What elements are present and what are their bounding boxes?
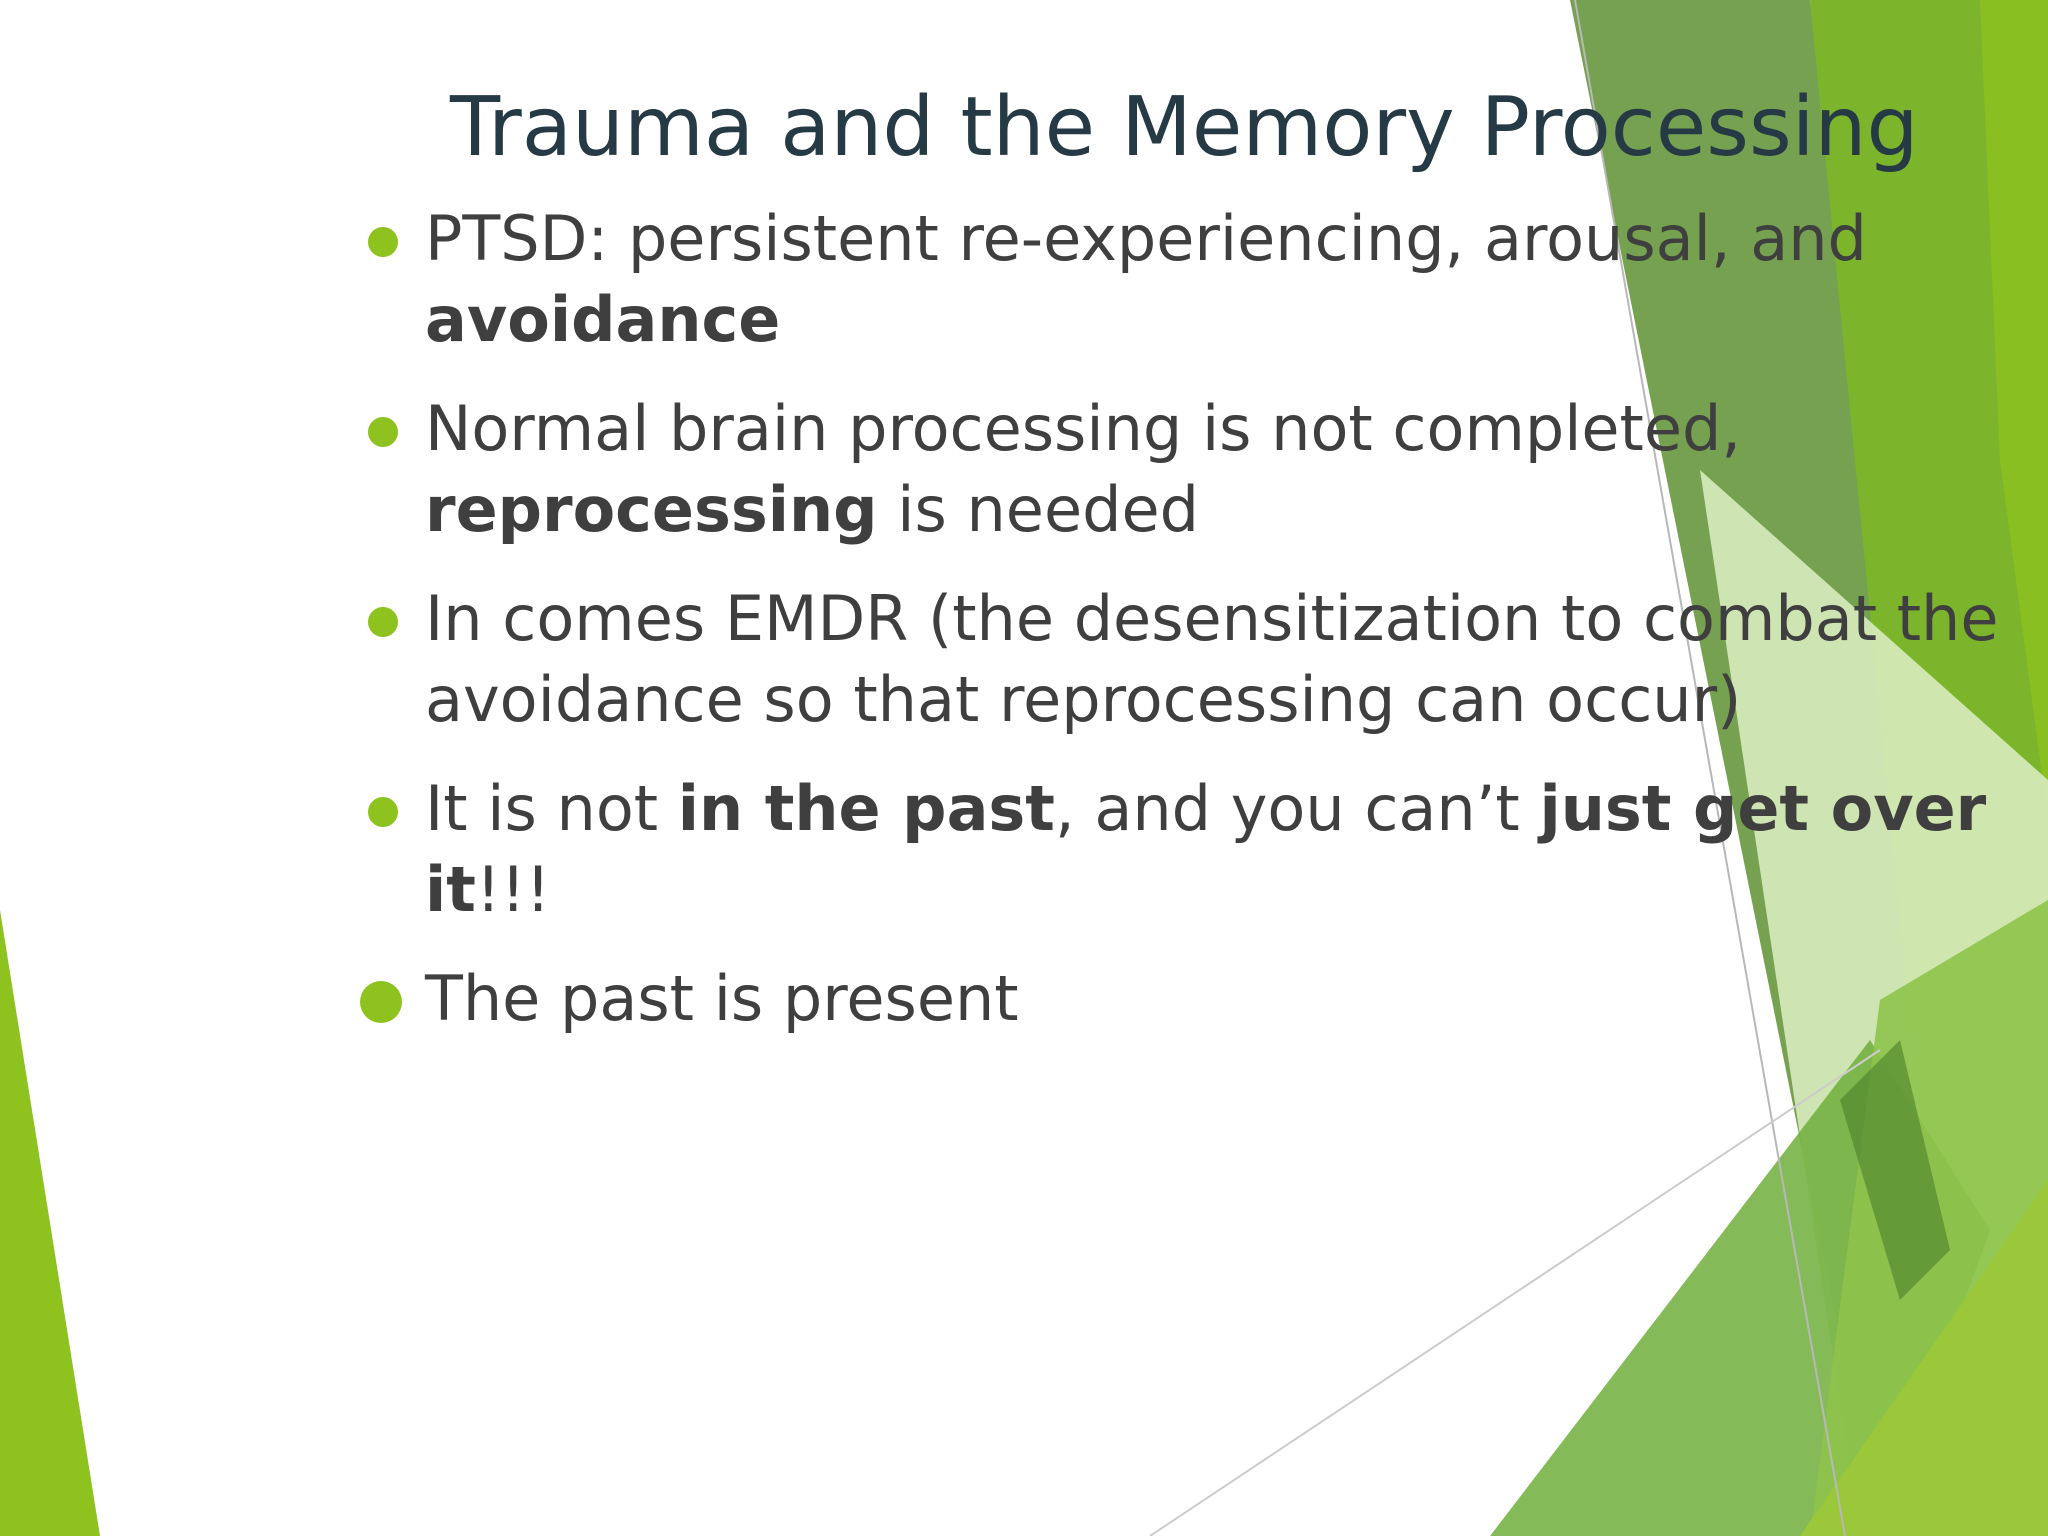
bullet-line: Normal brain processing is not completed… bbox=[425, 388, 2000, 469]
bullet-text: avoidance so that reprocessing can occur… bbox=[425, 663, 1742, 736]
bullet-dot-icon bbox=[368, 607, 398, 637]
bullet-item: It is not in the past, and you can’t jus… bbox=[360, 768, 2000, 930]
bullet-text-bold: reprocessing bbox=[425, 473, 878, 546]
bullet-text: It is not bbox=[425, 772, 678, 845]
bullet-line: it!!! bbox=[425, 849, 2000, 930]
bullet-item: The past is present bbox=[360, 958, 2000, 1039]
bullet-item: In comes EMDR (the desensitization to co… bbox=[360, 578, 2000, 740]
bullet-line: avoidance bbox=[425, 279, 2000, 360]
decor-left-strip bbox=[0, 910, 100, 1536]
bullet-line: reprocessing is needed bbox=[425, 469, 2000, 550]
bullet-text: , and you can’t bbox=[1054, 772, 1540, 845]
bullet-item: PTSD: persistent re-experiencing, arousa… bbox=[360, 198, 2000, 360]
bullet-text-bold: avoidance bbox=[425, 283, 781, 356]
bullet-dot-icon bbox=[368, 417, 398, 447]
bullet-line: PTSD: persistent re-experiencing, arousa… bbox=[425, 198, 2000, 279]
bullet-dot-icon bbox=[360, 981, 402, 1023]
bullet-text: PTSD: persistent re-experiencing, arousa… bbox=[425, 202, 1867, 275]
bullet-line: In comes EMDR (the desensitization to co… bbox=[425, 578, 2000, 659]
bullet-text: In comes EMDR (the desensitization to co… bbox=[425, 582, 1999, 655]
bullet-line: It is not in the past, and you can’t jus… bbox=[425, 768, 2000, 849]
slide-title: Trauma and the Memory Processing bbox=[450, 80, 1919, 175]
bullet-text-bold: just get over bbox=[1539, 772, 1987, 845]
bullet-text: is needed bbox=[877, 473, 1199, 546]
decor-right-edge bbox=[1980, 0, 2048, 820]
bullet-text-bold: it bbox=[425, 853, 476, 926]
bullet-text: !!! bbox=[475, 853, 551, 926]
decor-line-diagonal bbox=[1149, 1049, 1881, 1536]
bullet-list: PTSD: persistent re-experiencing, arousa… bbox=[360, 198, 2000, 1067]
bullet-dot-icon bbox=[368, 227, 398, 257]
bullet-line: The past is present bbox=[425, 958, 2000, 1039]
bullet-dot-icon bbox=[368, 797, 398, 827]
bullet-text-bold: in the past bbox=[677, 772, 1055, 845]
bullet-text: The past is present bbox=[425, 962, 1019, 1035]
bullet-text: Normal brain processing is not completed… bbox=[425, 392, 1742, 465]
decor-bottom-dark-accent bbox=[1840, 1040, 1950, 1300]
decor-line-vertical bbox=[1574, 0, 1846, 1536]
bullet-line: avoidance so that reprocessing can occur… bbox=[425, 659, 2000, 740]
bullet-item: Normal brain processing is not completed… bbox=[360, 388, 2000, 550]
decor-bottom-corner bbox=[1800, 1180, 2048, 1536]
